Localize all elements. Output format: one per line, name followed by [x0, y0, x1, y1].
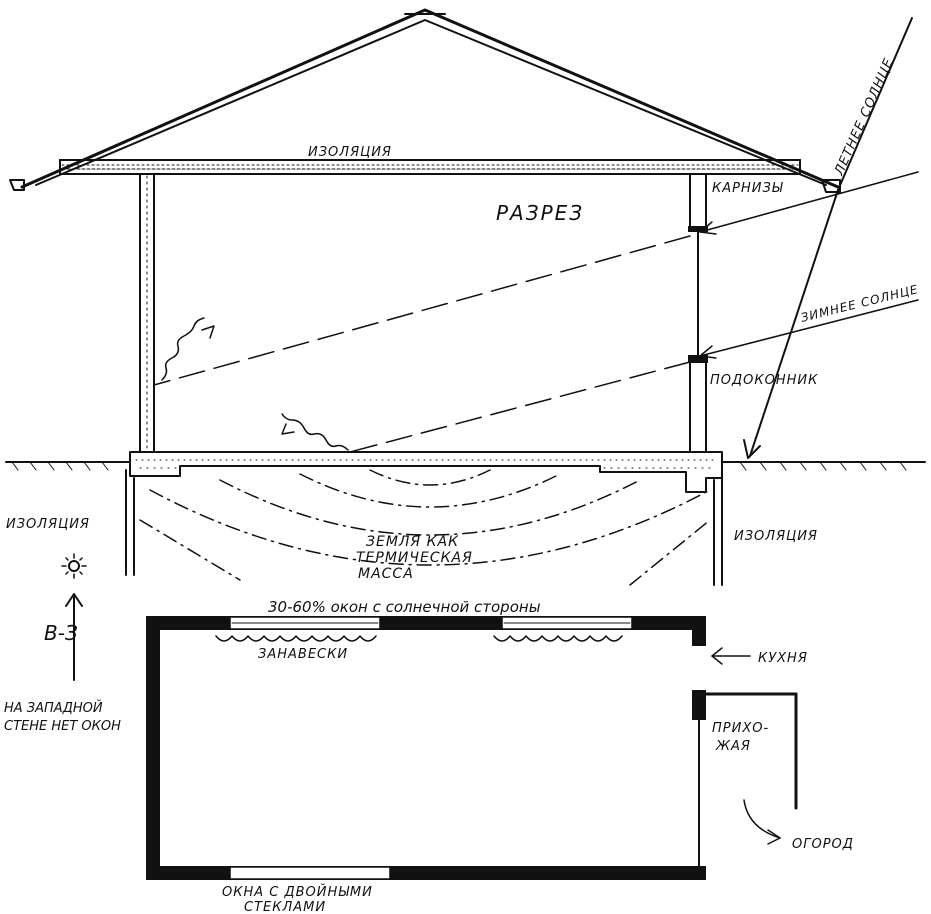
double-glazing-label-line1: ОКНА С ДВОЙНЫМИ	[222, 884, 373, 900]
south-windows-label: 30-60% окон с солнечной стороны	[268, 598, 541, 616]
thermal-mass-arcs	[139, 469, 711, 586]
eaves-label: КАРНИЗЫ	[712, 181, 784, 196]
garden-label: ОГОРОД	[792, 837, 854, 852]
heat-arrows	[161, 317, 349, 451]
double-glazing-label-line2: СТЕКЛАМИ	[244, 900, 326, 914]
hall-label-line2: ЖАЯ	[715, 739, 751, 754]
right-insulation-label: ИЗОЛЯЦИЯ	[734, 529, 818, 544]
compass: В-З	[44, 553, 87, 681]
north-window	[229, 866, 391, 880]
earth-label-line2: ТЕРМИЧЕСКАЯ	[356, 550, 473, 566]
earth-label-line1: ЗЕМЛЯ КАК	[366, 534, 459, 550]
kitchen-arrow	[711, 647, 751, 665]
north-wall	[139, 173, 155, 453]
curtain-1	[215, 635, 377, 642]
roof-insulation-label: ИЗОЛЯЦИЯ	[308, 145, 392, 160]
south-window-1	[229, 616, 381, 630]
floor-slab	[129, 451, 723, 493]
kitchen-label: КУХНЯ	[758, 651, 808, 666]
south-window-2	[501, 616, 633, 630]
west-wall-label-line1: НА ЗАПАДНОЙ	[4, 700, 103, 716]
window-sill-label: ПОДОКОННИК	[710, 373, 818, 388]
north-arrow-icon	[65, 593, 83, 681]
floor-plan	[146, 616, 798, 880]
section-title: РАЗРЕЗ	[496, 201, 584, 225]
curtains-label: ЗАНАВЕСКИ	[258, 647, 348, 662]
summer-sun-ray	[743, 17, 913, 459]
roof	[9, 8, 841, 193]
curtain-2	[493, 635, 623, 642]
ceiling-insulation	[59, 159, 801, 175]
winter-sun-ray	[153, 171, 919, 453]
hall-label-line1: ПРИХО-	[712, 721, 769, 736]
south-wall	[688, 173, 708, 453]
ground-line	[5, 461, 926, 471]
summer-sun-label: ЛЕТНЕЕ СОЛНЦЕ	[832, 56, 898, 179]
earth-label-line3: МАССА	[358, 566, 414, 582]
garden-arrow	[743, 799, 781, 845]
compass-label: В-З	[44, 621, 78, 645]
left-insulation-label: ИЗОЛЯЦИЯ	[6, 517, 90, 532]
sun-icon	[61, 553, 87, 579]
foundation-insulation	[125, 469, 723, 586]
west-wall-label-line2: СТЕНЕ НЕТ ОКОН	[4, 719, 121, 734]
house-section	[5, 8, 926, 586]
